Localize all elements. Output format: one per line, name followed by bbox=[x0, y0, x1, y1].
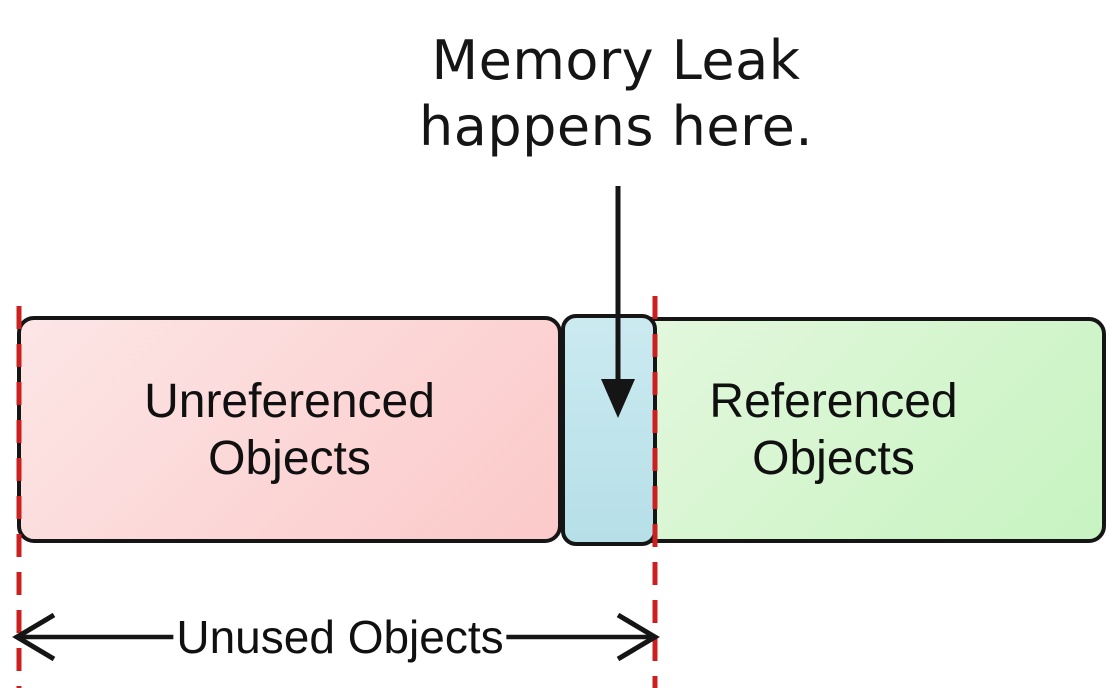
referenced-objects-label: Referenced Objects bbox=[709, 375, 958, 485]
unused-objects-label: Unused Objects bbox=[173, 610, 507, 664]
unreferenced-objects-box: Unreferenced Objects bbox=[17, 316, 562, 543]
leak-zone-box bbox=[561, 314, 657, 546]
diagram-title: Memory Leak happens here. bbox=[419, 29, 813, 158]
unused-span-arrowhead-right-icon bbox=[616, 612, 660, 662]
unreferenced-objects-label: Unreferenced Objects bbox=[144, 374, 435, 485]
unused-span-arrowhead-left-icon bbox=[12, 612, 56, 662]
